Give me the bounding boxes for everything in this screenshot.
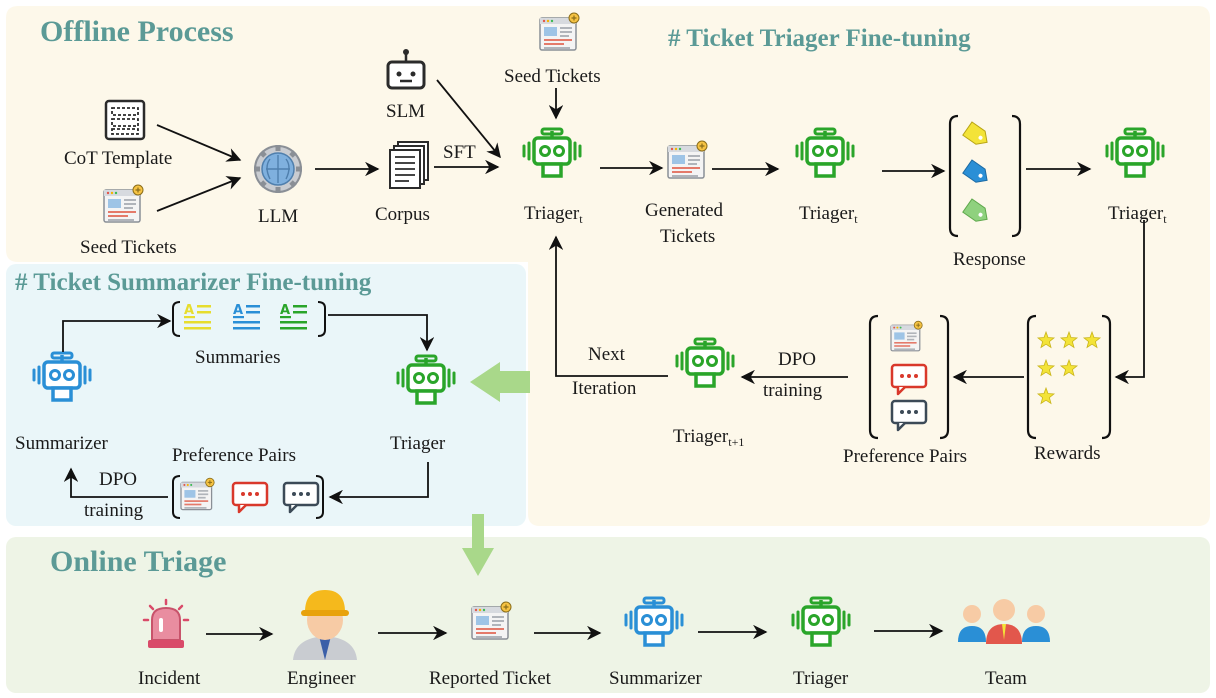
seed-tickets-icon-left [103, 184, 144, 223]
summaries-bracket [172, 301, 326, 337]
dpo-label: DPO [778, 349, 817, 370]
generated-tickets-icon [667, 140, 708, 179]
tag-blue-icon [962, 159, 988, 183]
arrow-pairs-summarizer [63, 467, 168, 498]
triager-t-label-1: Triagert [524, 203, 583, 226]
seed-tickets-label-top: Seed Tickets [504, 66, 601, 87]
triager-t1-label: Triagert+1 [673, 426, 745, 449]
summarizer-finetuning-panel [6, 264, 526, 526]
summ-training-label: training [84, 500, 144, 521]
summ-preference-pairs-label: Preference Pairs [172, 445, 296, 466]
online-triage-title: Online Triage [50, 545, 227, 578]
incident-label: Incident [138, 668, 201, 689]
seed-tickets-icon-top [539, 12, 580, 51]
cot-template-icon [104, 99, 146, 141]
engineer-avatar-icon [293, 590, 357, 660]
offline-process-panel [6, 6, 1210, 526]
rewards-label: Rewards [1034, 443, 1101, 464]
llm-brain-icon [254, 145, 302, 193]
corpus-label: Corpus [375, 204, 430, 225]
llm-label: LLM [258, 206, 299, 227]
arrow-triager-rewards [1114, 220, 1145, 385]
triager-t-label-3: Triagert [1108, 203, 1167, 226]
iteration-label: Iteration [572, 378, 637, 399]
team-people-icon [958, 599, 1050, 644]
corpus-documents-icon [389, 141, 429, 189]
reported-ticket-icon [471, 601, 512, 640]
next-label: Next [588, 344, 625, 365]
training-label: training [763, 380, 823, 401]
offline-process-title: Offline Process [40, 15, 234, 48]
incident-siren-icon [142, 598, 190, 648]
cot-template-label: CoT Template [64, 148, 173, 169]
seed-tickets-label-left: Seed Tickets [80, 237, 177, 258]
response-bracket [948, 114, 1022, 238]
merge-arrow [470, 362, 530, 402]
tickets-label: Tickets [660, 226, 716, 247]
arrow-cot-llm [156, 124, 242, 162]
triager-finetuning-title: # Ticket Triager Fine-tuning [668, 25, 971, 52]
arrow-seed-llm [156, 176, 242, 212]
tag-green-icon [962, 198, 988, 222]
summarizer-label: Summarizer [15, 433, 108, 454]
ticket-icon [180, 477, 215, 511]
summarizer-online-label: Summarizer [609, 668, 702, 689]
rewards-bracket [1026, 314, 1112, 440]
summ-preference-pairs-bracket [172, 475, 324, 519]
triager-label-summ: Triager [390, 433, 446, 454]
summaries-label: Summaries [195, 347, 281, 368]
slm-robot-icon [386, 49, 426, 90]
slm-label: SLM [386, 101, 426, 122]
reported-ticket-label: Reported Ticket [429, 668, 551, 689]
engineer-label: Engineer [287, 668, 356, 689]
team-label: Team [985, 668, 1027, 689]
down-arrow [462, 514, 494, 576]
preference-pairs-bracket [868, 314, 950, 440]
summ-dpo-label: DPO [99, 469, 138, 490]
preference-pairs-label: Preference Pairs [843, 446, 967, 467]
arrow-iteration [548, 235, 668, 377]
arrow-slm-triager [436, 79, 501, 159]
summarizer-finetuning-title: # Ticket Summarizer Fine-tuning [15, 269, 372, 296]
generated-label: Generated [645, 200, 724, 221]
triager-t-label-2: Triagert [799, 203, 858, 226]
arrow-summarizer-summaries [62, 313, 172, 352]
sft-label: SFT [443, 142, 476, 163]
arrow-summaries-triager [328, 314, 435, 352]
triager-online-label: Triager [793, 668, 849, 689]
tag-yellow-icon [962, 121, 988, 145]
arrow-triager-pairs [328, 462, 429, 505]
response-label: Response [953, 249, 1026, 270]
ticket-icon [890, 320, 923, 352]
